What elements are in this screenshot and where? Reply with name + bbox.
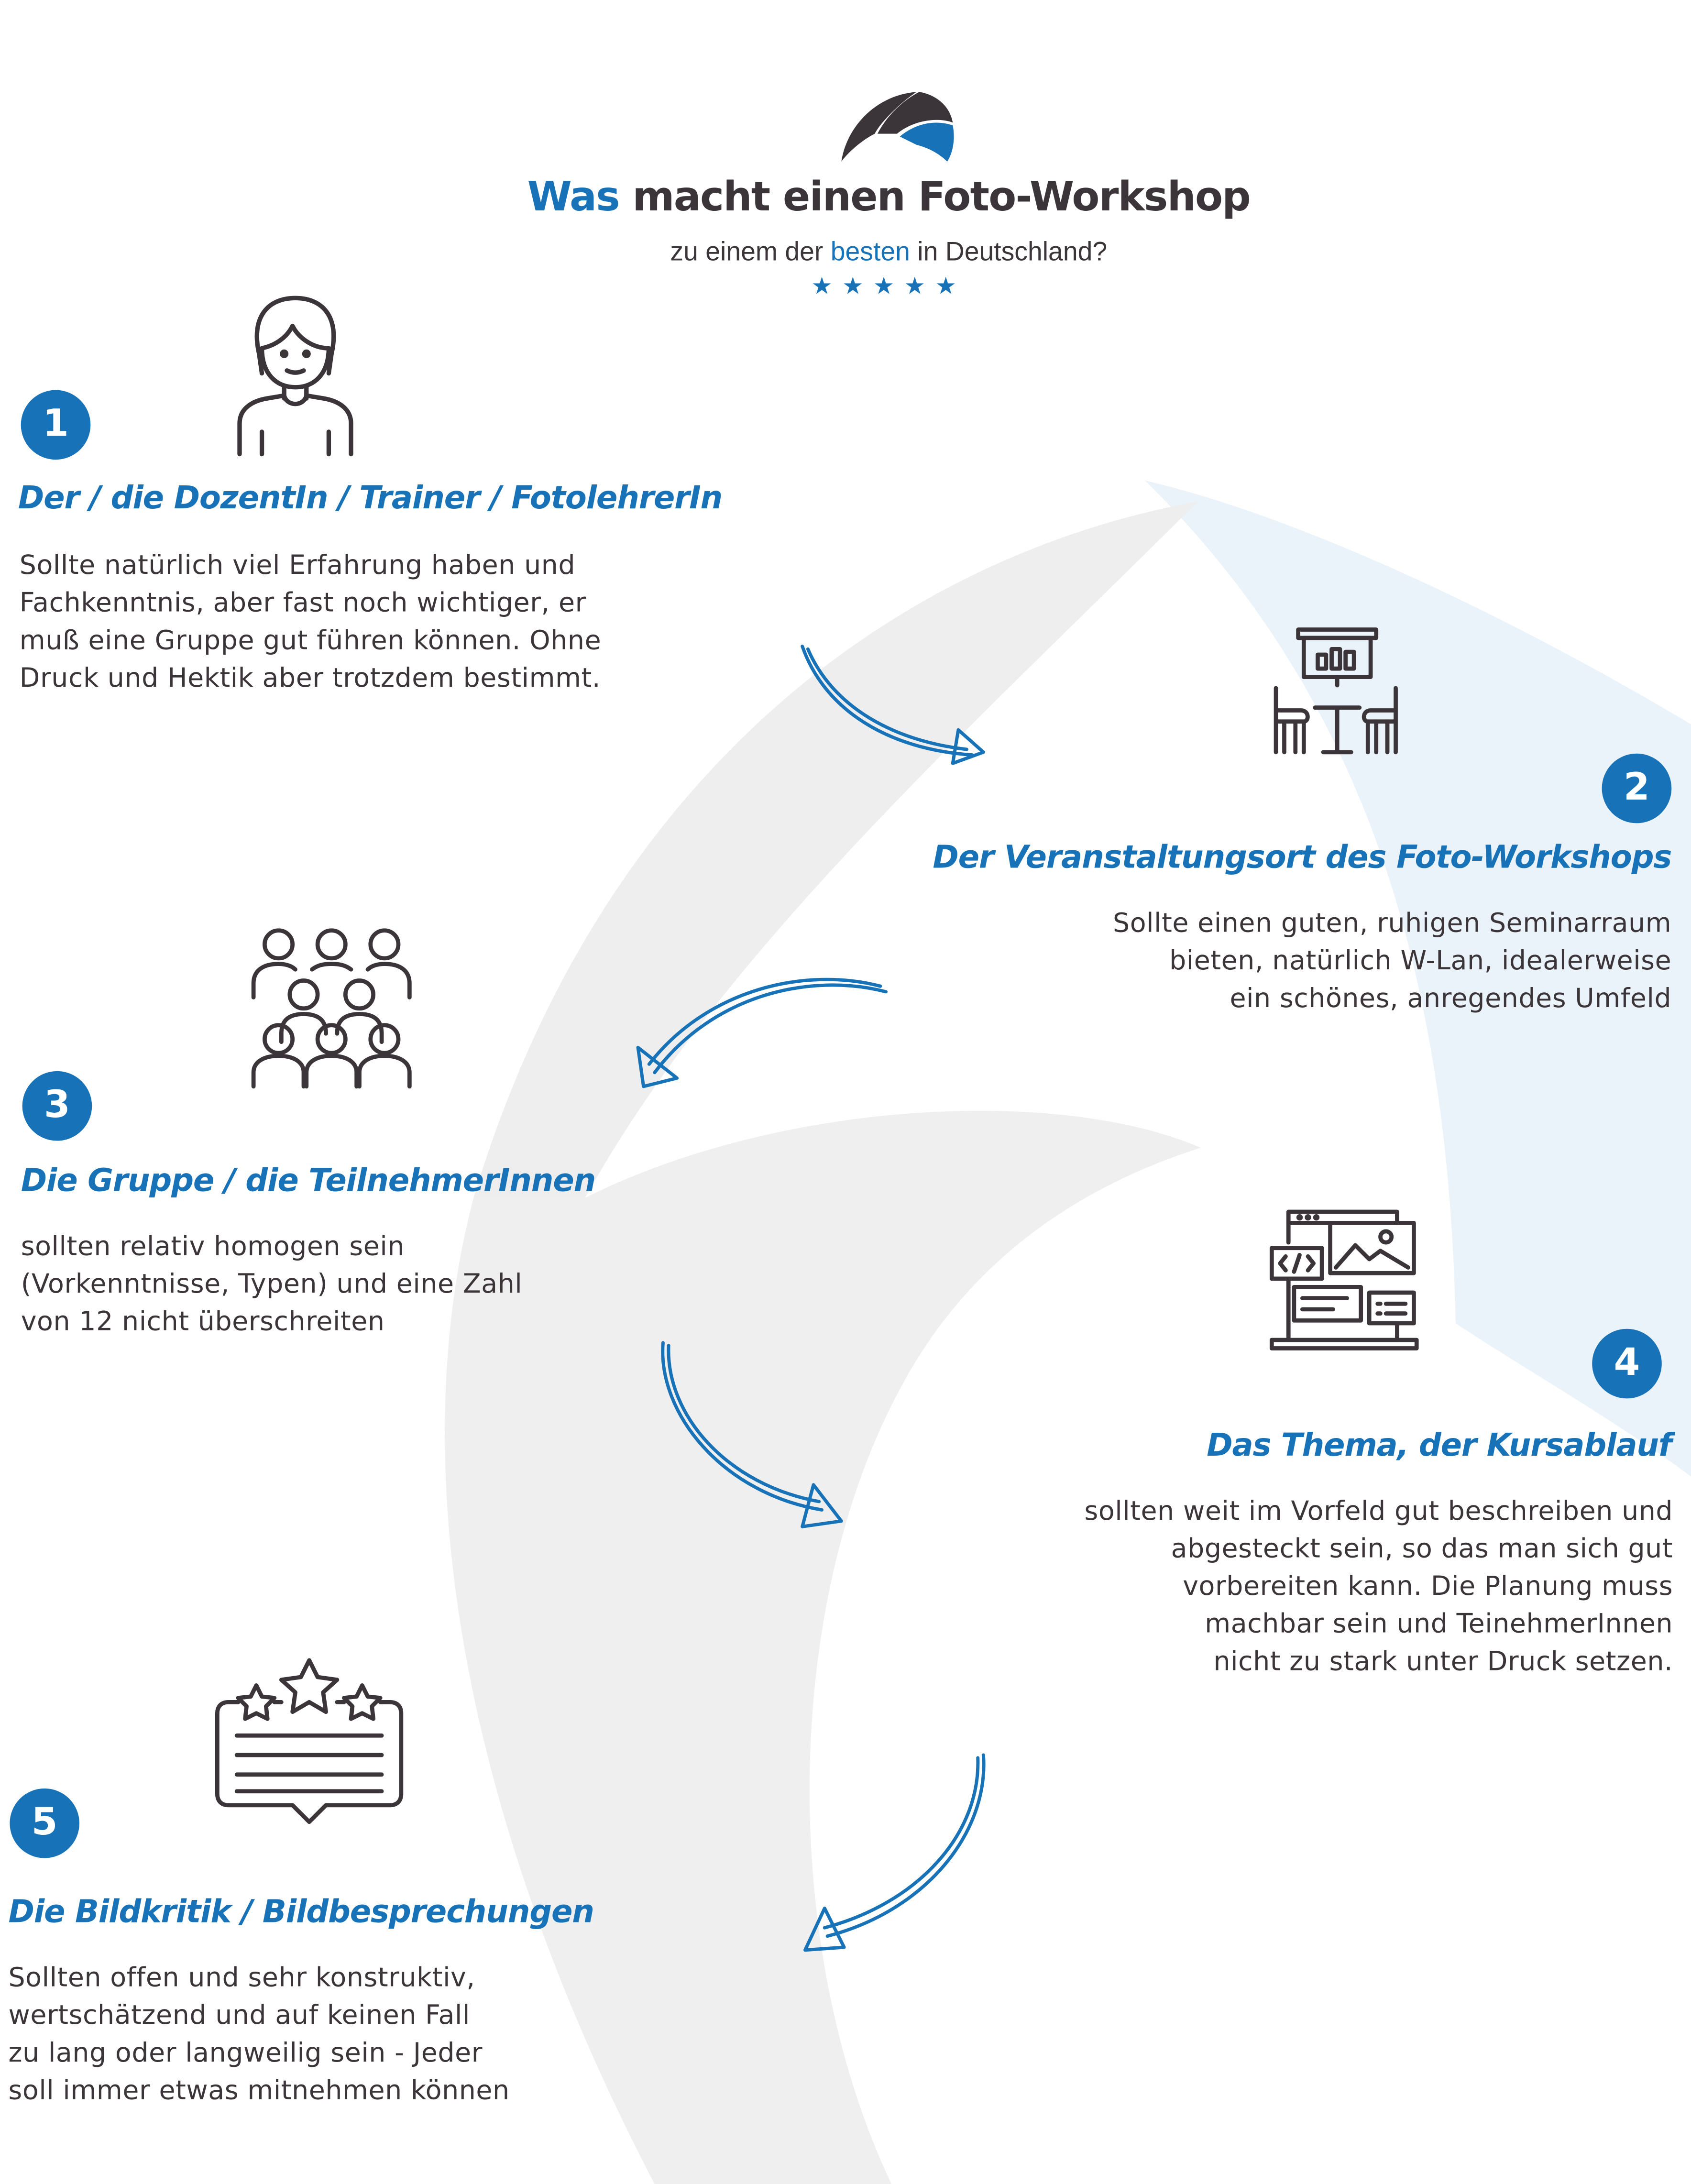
text-line: wertschätzend und auf keinen Fall <box>8 2000 470 2031</box>
curved-arrow-icon <box>630 975 894 1092</box>
step-text-3: sollten relativ homogen sein (Vorkenntni… <box>21 1229 523 1341</box>
step-badge-5: 5 <box>10 1788 80 1858</box>
page-subtitle: zu einem der besten in Deutschland? <box>670 238 1108 268</box>
step-text-4: sollten weit im Vorfeld gut beschreiben … <box>1084 1493 1673 1681</box>
text-line: sollten relativ homogen sein <box>21 1231 405 1262</box>
text-line: Fachkenntnis, aber fast noch wichtiger, … <box>19 588 586 619</box>
text-line: vorbereiten kann. Die Planung muss <box>1183 1571 1673 1602</box>
text-line: sollten weit im Vorfeld gut beschreiben … <box>1084 1496 1673 1527</box>
text-line: Sollte einen guten, ruhigen Seminarraum <box>1113 908 1672 939</box>
step-text-5: Sollten offen und sehr konstruktiv, wert… <box>8 1960 509 2110</box>
curved-arrow-icon <box>797 641 992 769</box>
step-heading-1: Der / die DozentIn / Trainer / Fotolehre… <box>18 480 723 517</box>
text-line: (Vorkenntnisse, Typen) und eine Zahl <box>21 1269 523 1300</box>
logo-icon <box>836 87 955 165</box>
text-line: Druck und Hektik aber trotzdem bestimmt. <box>19 663 601 694</box>
curved-arrow-icon <box>800 1749 995 1958</box>
text-line: Sollten offen und sehr konstruktiv, <box>8 1962 475 1994</box>
step-badge-3: 3 <box>22 1071 92 1141</box>
text-line: bieten, natürlich W-Lan, idealerweise <box>1169 945 1672 977</box>
group-icon <box>248 925 415 1089</box>
step-badge-1: 1 <box>21 390 91 460</box>
step-text-1: Sollte natürlich viel Erfahrung haben un… <box>20 548 601 698</box>
step-badge-4: 4 <box>1592 1328 1662 1399</box>
step-heading-2: Der Veranstaltungsort des Foto-Workshops <box>933 840 1672 877</box>
text-line: machbar sein und TeinehmerInnen <box>1205 1609 1673 1640</box>
star-rating: ★★★★★ <box>811 273 966 301</box>
text-line: soll immer etwas mitnehmen können <box>8 2075 510 2107</box>
step-text-2: Sollte einen guten, ruhigen Seminarraum … <box>1113 905 1671 1018</box>
seminar-room-icon <box>1270 624 1401 758</box>
step-badge-2: 2 <box>1602 753 1672 823</box>
curved-arrow-icon <box>658 1337 853 1535</box>
course-content-icon <box>1269 1206 1419 1354</box>
text-line: zu lang oder langweilig sein - Jeder <box>8 2038 483 2069</box>
page-title: Was macht einen Foto-Workshop <box>527 173 1251 220</box>
text-line: von 12 nicht überschreiten <box>21 1306 385 1338</box>
text-line: abgesteckt sein, so das man sich gut <box>1171 1533 1673 1564</box>
step-heading-5: Die Bildkritik / Bildbesprechungen <box>8 1894 594 1931</box>
step-heading-4: Das Thema, der Kursablauf <box>1207 1427 1672 1464</box>
text-line: muß eine Gruppe gut führen können. Ohne <box>19 625 602 656</box>
text-line: nicht zu stark unter Druck setzen. <box>1213 1646 1673 1677</box>
rating-feedback-icon <box>215 1655 404 1827</box>
step-heading-3: Die Gruppe / die TeilnehmerInnen <box>21 1163 596 1199</box>
text-line: Sollte natürlich viel Erfahrung haben un… <box>19 550 576 581</box>
instructor-icon <box>234 293 356 457</box>
text-line: ein schönes, anregendes Umfeld <box>1230 983 1672 1014</box>
